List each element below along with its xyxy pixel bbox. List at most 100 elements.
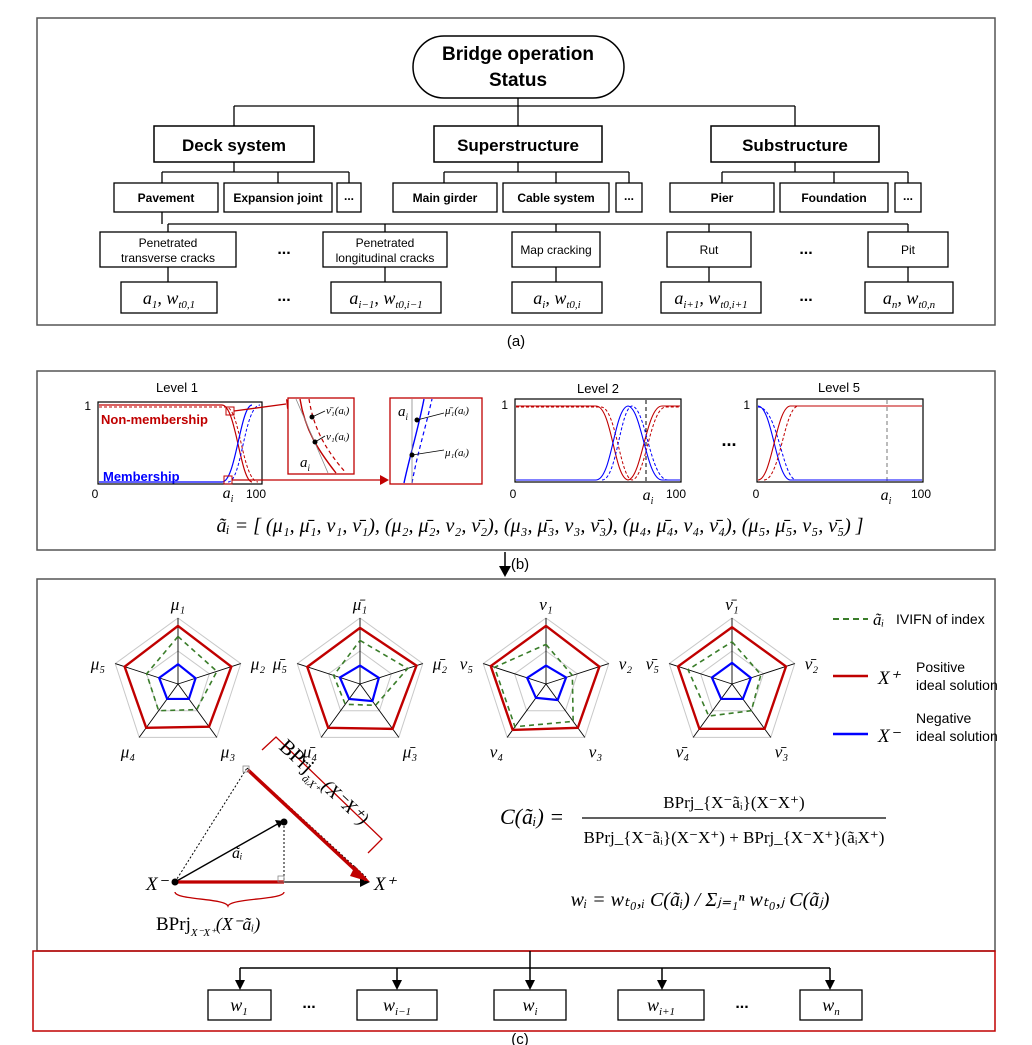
level-2-ai: ai [643, 487, 654, 507]
level-1-title: Level 1 [156, 380, 198, 395]
output-box-w-i-minus-1: wi−1 [356, 989, 438, 1021]
radar-label: μ₄ [120, 742, 136, 761]
panel-a-frame [36, 17, 996, 326]
radar-label: μ̄₃ [402, 742, 418, 761]
radar-grid [146, 650, 210, 712]
component-label-ellipsis-3: ... [903, 189, 913, 203]
radar-label: μ₅ [90, 655, 106, 674]
arrowhead-b-to-c [499, 566, 511, 577]
caption-c: (c) [511, 1031, 529, 1045]
weight-box-i-plus-1: ai+1, wt0,i+1 [660, 281, 762, 314]
output-box-w-n: wn [799, 989, 863, 1021]
component-label-ellipsis-1: ... [344, 189, 354, 203]
component-label-ellipsis-2: ... [624, 189, 634, 203]
svg-text:wi: wi [522, 995, 537, 1018]
radar-axis [731, 663, 795, 685]
index-box-longitudinal [322, 231, 448, 268]
zoom-curve-mu-upper [411, 398, 433, 484]
radar-label: ν₂ [619, 655, 633, 674]
component-label-pavement: Pavement [138, 191, 195, 205]
zoom-curve-upper-nm [308, 398, 347, 474]
radar-label: μ̄₂ [432, 655, 448, 674]
proj-bottom-label: BPrjX⁻X⁺(X⁻ãᵢ) [156, 914, 260, 939]
level-5-tick-100: 100 [911, 487, 931, 501]
component-label-pier: Pier [711, 191, 734, 205]
radar-label: ν̄₃ [775, 742, 789, 761]
output-box-w-i-plus-1: wi+1 [617, 989, 705, 1021]
level-ellipsis: ... [721, 430, 736, 450]
level-2-mu-curve [516, 405, 680, 481]
level-2-tick-0: 0 [510, 487, 517, 501]
proj-point-ai [280, 818, 288, 826]
index-box-pit [867, 231, 949, 268]
svg-text:ai−1, wt0,i−1: ai−1, wt0,i−1 [349, 288, 422, 311]
radar-grid [514, 650, 578, 712]
radar-grid [482, 617, 610, 738]
index-label-longitudinal-2: longitudinal cracks [336, 251, 435, 265]
legend-text-negative-1: Negative [916, 710, 971, 726]
component-box-cable-system [502, 182, 610, 213]
weight-box-n: an, wt0,n [864, 281, 954, 314]
level-2-tick-100: 100 [666, 487, 686, 501]
index-label-pit: Pit [901, 243, 916, 257]
radar-chart-2: μ̄₁μ̄₂μ̄₃μ̄₄μ̄₅ [272, 595, 448, 761]
weight-w-sub-i-plus-1: t0,i+1 [720, 299, 747, 311]
svg-text:BPrjãᵢX⁺(X⁻X⁺): BPrjãᵢX⁺(X⁻X⁺) [271, 734, 374, 833]
output-connectors [239, 951, 831, 982]
weight-a-sub-1: 1 [152, 299, 158, 311]
radar-label: ν₁ [539, 595, 552, 614]
weight-box-1: a1, wt0,1 [120, 281, 218, 314]
radar-axis [359, 663, 423, 685]
component-box-ellipsis-3 [894, 182, 922, 213]
membership-label: Membership [103, 469, 180, 484]
root-label-line1: Bridge operation [442, 44, 594, 65]
index-label-transverse-1: Penetrated [139, 236, 198, 250]
legend-text-ivifn: IVIFN of index [896, 611, 985, 627]
radar-grid [700, 650, 764, 712]
caption-a: (a) [507, 333, 525, 350]
svg-text:wi+1: wi+1 [647, 995, 675, 1018]
non-membership-label: Non-membership [101, 412, 208, 427]
radar-negative-ideal [338, 664, 381, 703]
radar-negative-ideal [525, 664, 568, 702]
system-label-substructure: Substructure [742, 136, 848, 155]
level-2-tick-1: 1 [501, 398, 508, 412]
radar-positive-ideal [489, 624, 601, 732]
zoom-box-membership [389, 397, 483, 485]
level-5-ai: ai [881, 487, 892, 507]
level-1-tick-1: 1 [84, 399, 91, 413]
zoom-label-mu: μ₁(aᵢ) [444, 447, 469, 459]
proj-brace-top [261, 736, 383, 854]
level-1-ai: ai [223, 485, 234, 505]
radar-axis [669, 663, 733, 685]
zoom-arrow-top [233, 403, 287, 412]
radar-label: ν̄₅ [646, 655, 660, 674]
radar-charts: μ₁μ₂μ₃μ₄μ₅μ̄₁μ̄₂μ̄₃μ̄₄μ̄₅ν₁ν₂ν₃ν₄ν₅ν̄₁ν̄… [90, 595, 819, 761]
radar-grid [296, 617, 424, 738]
root-label-line2: Status [489, 70, 547, 91]
weight-a-sub-i-plus-1: i+1 [683, 299, 699, 311]
radar-ivifn [687, 640, 762, 717]
component-label-main-girder: Main girder [413, 191, 478, 205]
index-ellipsis-2: ... [799, 241, 812, 258]
proj-label-xminus: X⁻ [145, 874, 170, 895]
legend-text-negative-2: ideal solution [916, 728, 998, 744]
level-5-tick-0: 0 [753, 487, 760, 501]
svg-text:a1, wt0,1: a1, wt0,1 [143, 288, 195, 311]
output-arrowheads [235, 980, 835, 990]
weight-a-i: a [533, 288, 542, 308]
system-box-superstructure [433, 125, 603, 163]
eq1-denominator: BPrj_{X⁻ãᵢ}(X⁻X⁺) + BPrj_{X⁻X⁺}(ãᵢX⁺) [584, 828, 885, 847]
component-box-ellipsis-1 [336, 182, 362, 213]
level-2-title: Level 2 [577, 381, 619, 396]
level-2-nm-curve [516, 405, 680, 481]
level-5-nm-curve [757, 405, 922, 481]
radar-axis [177, 683, 218, 738]
panel-a: Bridge operation Status [36, 17, 996, 326]
eq2-weight: wᵢ = wₜ₀,ᵢ C(ãᵢ) / Σⱼ₌₁ⁿ wₜ₀,ⱼ C(ãⱼ) [571, 889, 830, 911]
weight-w-1: w [166, 288, 178, 308]
index-label-rut: Rut [700, 243, 719, 257]
svg-text:wn: wn [822, 995, 840, 1018]
weight-ellipsis-2: ... [799, 288, 812, 305]
panel-b-frame [36, 370, 996, 551]
